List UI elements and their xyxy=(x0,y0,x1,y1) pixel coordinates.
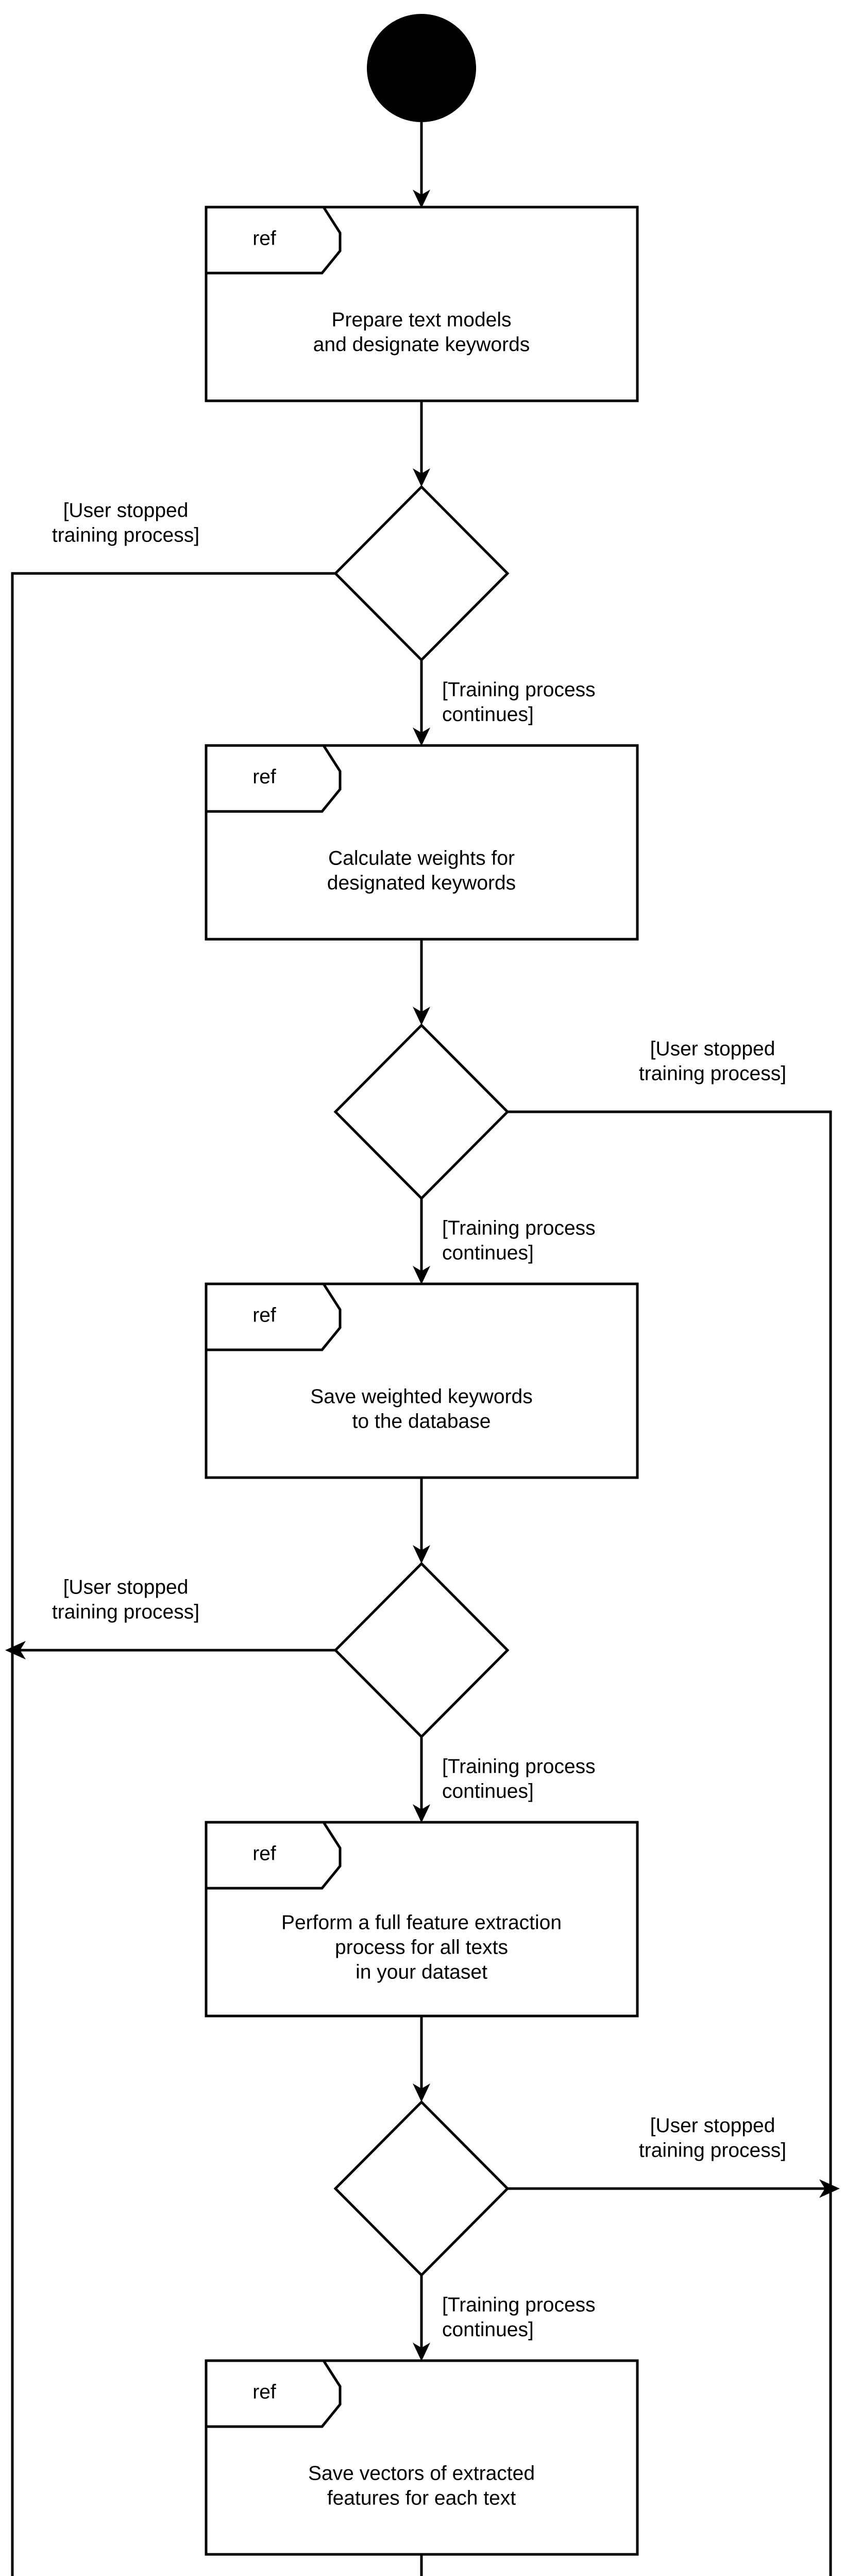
guard-label-4-line1: [Training process xyxy=(442,1217,596,1239)
guard-label-2-line2: continues] xyxy=(442,703,534,725)
action-label-4-line3: in your dataset xyxy=(356,1961,487,1983)
guard-label-7-line2: training process] xyxy=(639,2139,786,2161)
action-label-2-line1: Calculate weights for xyxy=(328,847,515,869)
action-label-1-line2: and designate keywords xyxy=(313,333,530,355)
edge-decision-1-stopped: [User stopped training process] xyxy=(11,499,335,2576)
action-node-4: ref Perform a full feature extraction pr… xyxy=(205,1821,639,2018)
edge-initial-to-action-1 xyxy=(413,122,430,208)
guard-label-6-line1: [Training process xyxy=(442,1755,596,1777)
edge-action-1-to-decision-1 xyxy=(413,401,430,487)
action-label-2-line2: designated keywords xyxy=(327,872,516,894)
action-label-4-line1: Perform a full feature extraction xyxy=(281,1911,562,1934)
edge-decision-3-continues: [Training process continues] xyxy=(413,1737,596,1823)
edge-action-5-to-final xyxy=(420,2554,423,2576)
guard-label-7-line1: [User stopped xyxy=(650,2114,775,2137)
ref-tag-label-1: ref xyxy=(252,227,276,249)
guard-label-3-line2: training process] xyxy=(639,1062,786,1084)
initial-node xyxy=(367,14,476,122)
edge-decision-2-continues: [Training process continues] xyxy=(413,1198,596,1284)
edge-action-2-to-decision-2 xyxy=(413,939,430,1025)
edge-decision-1-continues: [Training process continues] xyxy=(413,660,596,746)
action-node-5: ref Save vectors of extracted features f… xyxy=(205,2359,639,2556)
decision-node-2 xyxy=(333,1023,510,1200)
action-node-3: ref Save weighted keywords to the databa… xyxy=(205,1282,639,1479)
action-label-5-line2: features for each text xyxy=(327,2487,516,2509)
guard-label-5-line2: training process] xyxy=(52,1601,199,1623)
guard-label-6-line2: continues] xyxy=(442,1780,534,1802)
edge-decision-3-stopped: [User stopped training process] xyxy=(5,1576,335,1659)
edge-action-3-to-decision-3 xyxy=(413,1478,430,1564)
guard-label-8-line2: continues] xyxy=(442,2318,534,2341)
guard-label-5-line1: [User stopped xyxy=(63,1576,189,1598)
ref-tag-label-4: ref xyxy=(252,1842,276,1865)
guard-label-3-line1: [User stopped xyxy=(650,1038,775,1060)
guard-label-1-line1: [User stopped xyxy=(63,499,189,521)
decision-node-4 xyxy=(333,2100,510,2277)
action-label-3-line2: to the database xyxy=(352,1410,491,1432)
edge-decision-4-stopped: [User stopped training process] xyxy=(508,2114,840,2198)
ref-tag-label-2: ref xyxy=(252,766,276,788)
guard-label-1-line2: training process] xyxy=(52,524,199,546)
action-node-2: ref Calculate weights for designated key… xyxy=(205,744,639,941)
guard-label-8-line1: [Training process xyxy=(442,2294,596,2316)
decision-node-3 xyxy=(333,1562,510,1739)
ref-tag-label-3: ref xyxy=(252,1304,276,1326)
decision-node-1 xyxy=(333,485,510,662)
ref-tag-label-5: ref xyxy=(252,2381,276,2403)
guard-label-4-line2: continues] xyxy=(442,1242,534,1264)
action-label-3-line1: Save weighted keywords xyxy=(310,1385,532,1408)
edge-decision-2-stopped: [User stopped training process] xyxy=(508,1038,832,2576)
edge-action-4-to-decision-4 xyxy=(413,2016,430,2102)
action-label-4-line2: process for all texts xyxy=(335,1936,508,1958)
action-label-1-line1: Prepare text models xyxy=(331,309,511,331)
edge-decision-4-continues: [Training process continues] xyxy=(413,2275,596,2361)
action-node-1: ref Prepare text models and designate ke… xyxy=(205,206,639,402)
action-label-5-line1: Save vectors of extracted xyxy=(308,2462,535,2484)
guard-label-2-line1: [Training process xyxy=(442,679,596,701)
